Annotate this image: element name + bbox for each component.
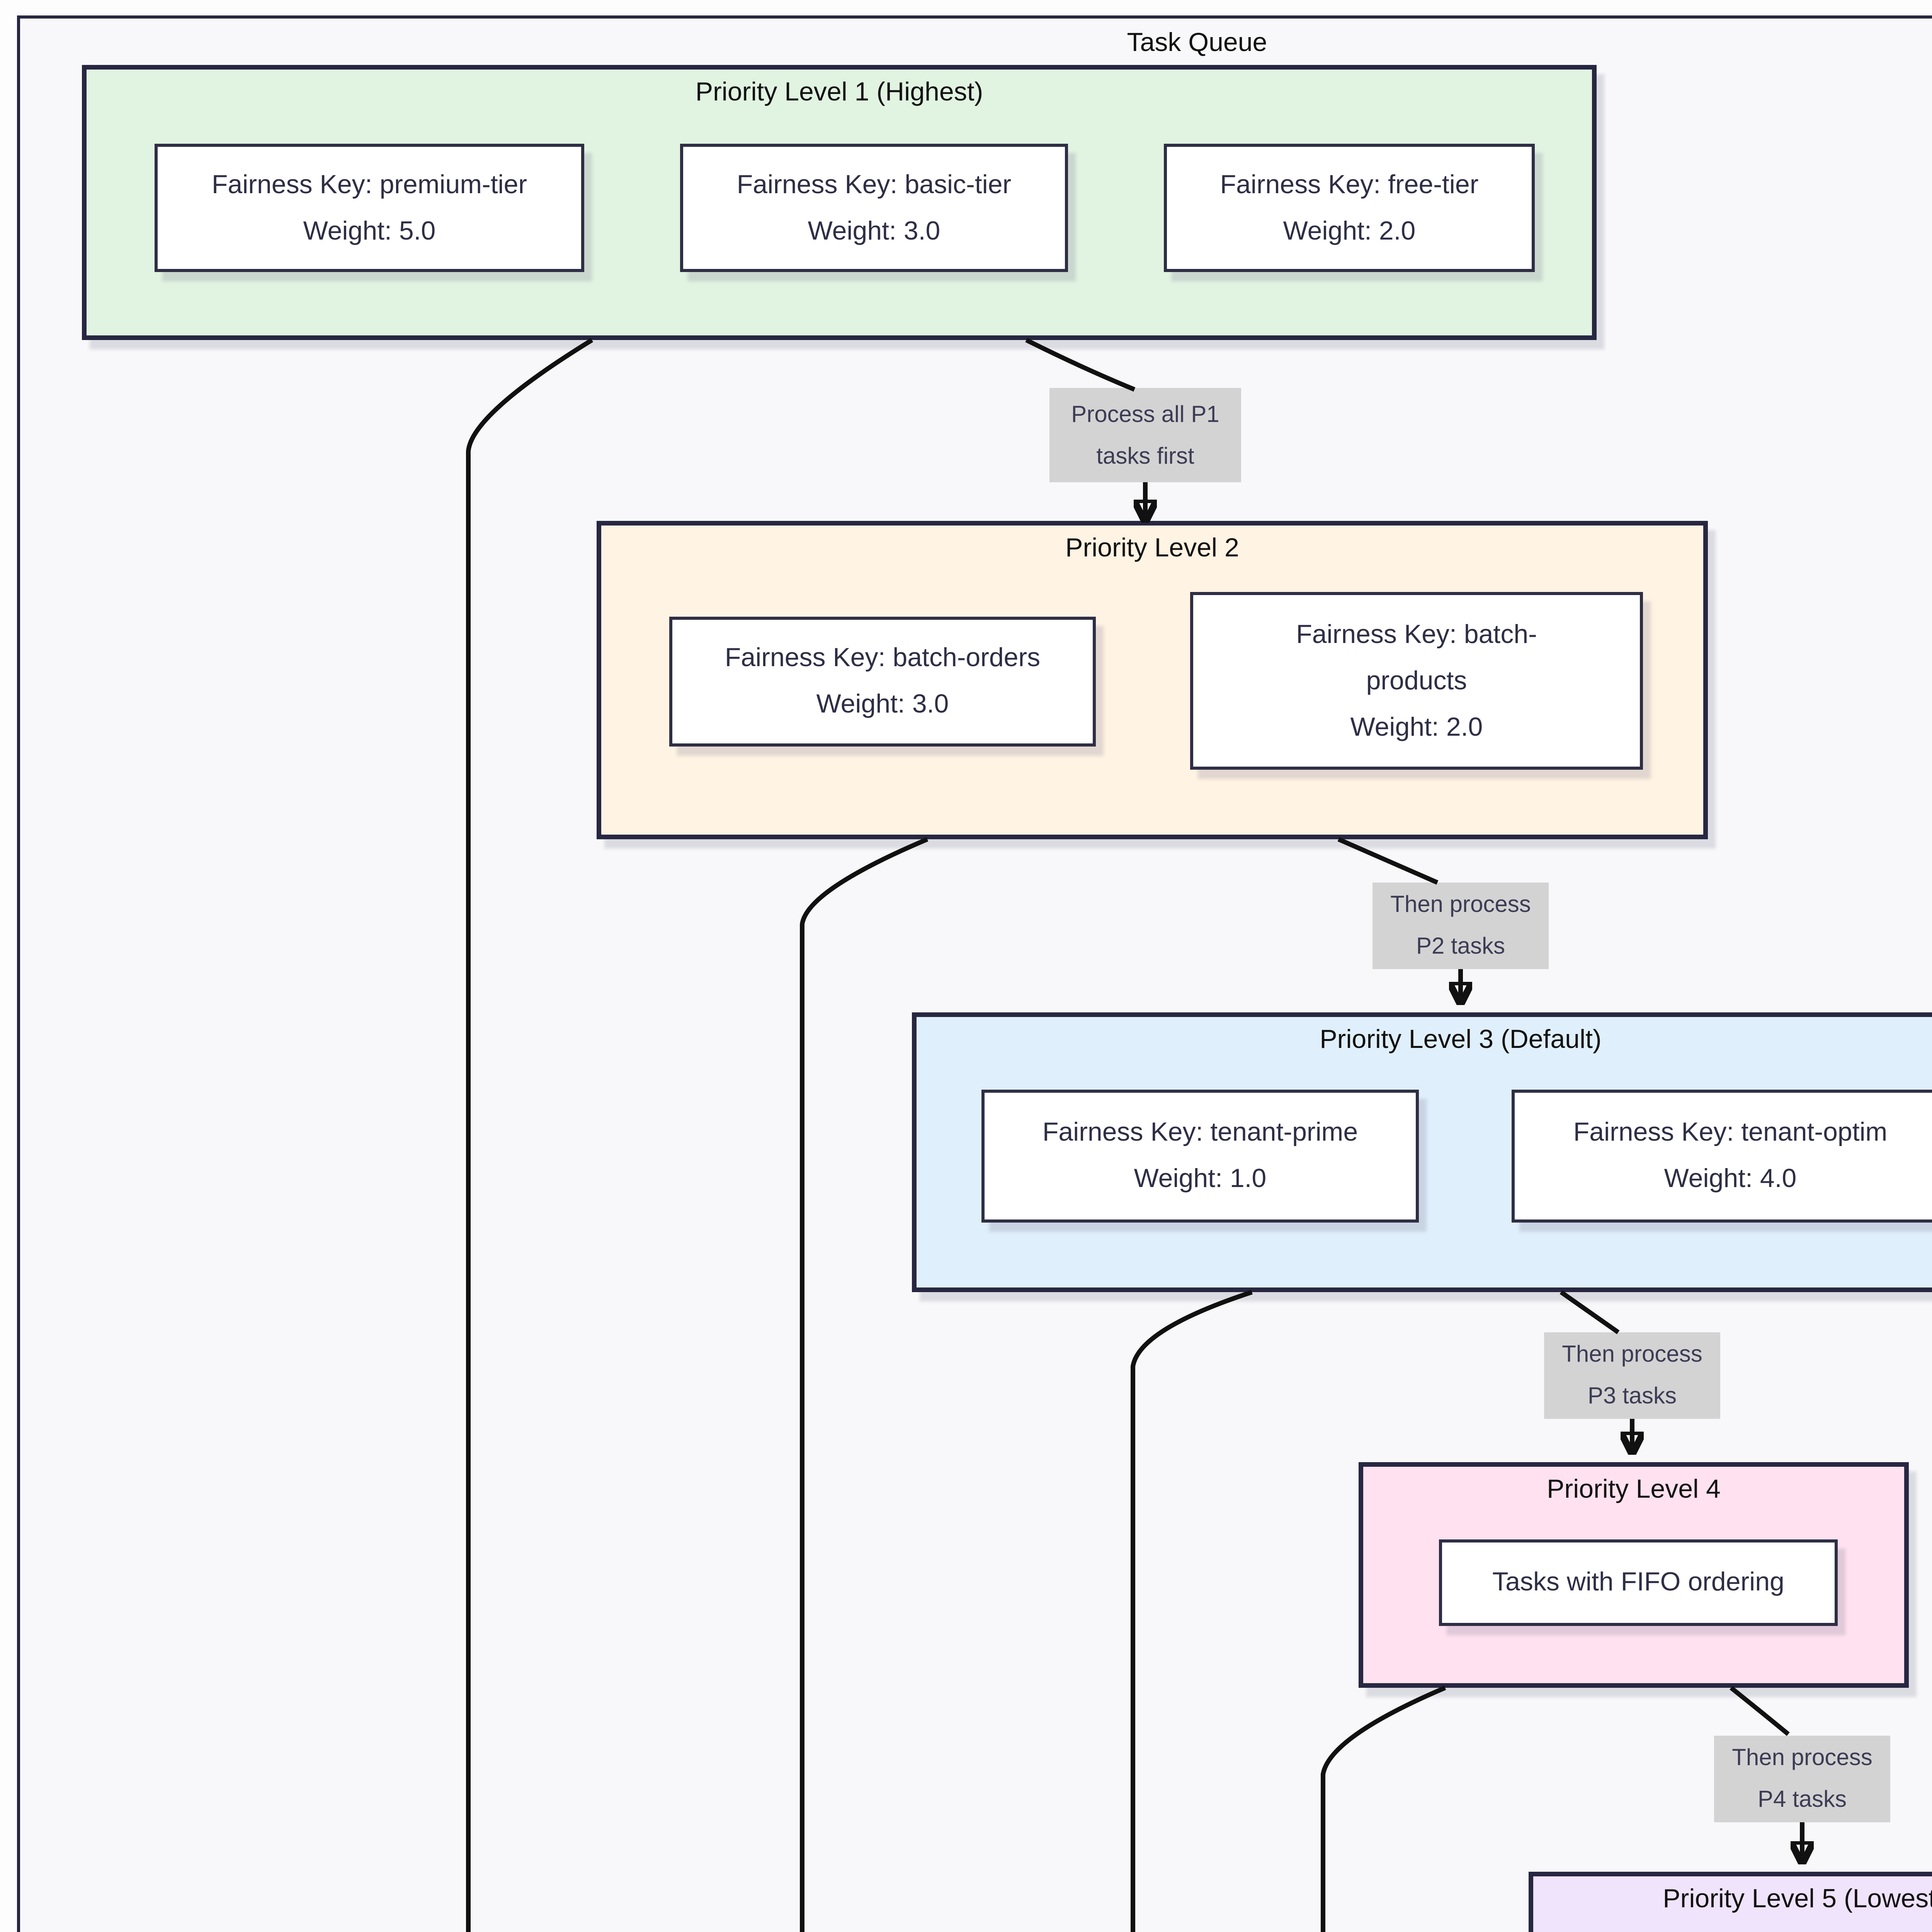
node-p4-fifo-tasks: Tasks with FIFO ordering [1439, 1539, 1838, 1626]
node-line: Weight: 1.0 [1134, 1164, 1267, 1193]
node-line: Fairness Key: premium-tier [211, 169, 527, 199]
node-line: Fairness Key: batch-orders [724, 643, 1041, 672]
priority-level-1-title: Priority Level 1 (Highest) [695, 77, 983, 107]
priority-level-2-title: Priority Level 2 [1065, 533, 1239, 563]
priority-level-5-title: Priority Level 5 (Lowest) [1663, 1884, 1932, 1913]
edge-label-line: tasks first [1096, 443, 1194, 469]
priority-level-3-title: Priority Level 3 (Default) [1320, 1025, 1602, 1054]
priority-level-3-group: Priority Level 3 (Default) Fairness Key:… [912, 1012, 1932, 1292]
node-line: Tasks with FIFO ordering [1492, 1567, 1784, 1597]
edge-label-then-process-p3: Then process P3 tasks [1544, 1332, 1720, 1419]
edge-label-line: P3 tasks [1587, 1383, 1677, 1410]
node-basic-tier: Fairness Key: basic-tier Weight: 3.0 [680, 144, 1068, 272]
edge-label-line: Process all P1 [1071, 401, 1219, 427]
node-line: Fairness Key: free-tier [1220, 169, 1479, 199]
node-line: products [1366, 665, 1467, 695]
edge-label-line: Then process [1732, 1745, 1872, 1771]
edge-label-line: Then process [1562, 1342, 1702, 1368]
node-line: Weight: 2.0 [1283, 216, 1416, 245]
node-free-tier: Fairness Key: free-tier Weight: 2.0 [1164, 144, 1535, 272]
node-line: Fairness Key: tenant-optim [1573, 1117, 1888, 1147]
edge-label-process-all-p1: Process all P1 tasks first [1049, 388, 1241, 482]
node-line: Fairness Key: batch- [1296, 619, 1537, 648]
node-line: Weight: 3.0 [808, 216, 940, 245]
priority-level-2-group: Priority Level 2 Fairness Key: batch-ord… [597, 521, 1708, 839]
edge-label-then-process-p2: Then process P2 tasks [1372, 883, 1549, 969]
priority-level-5-group: Priority Level 5 (Lowest) Tasks with FIF… [1529, 1872, 1932, 1932]
edge-label-line: P2 tasks [1416, 934, 1505, 960]
priority-level-4-title: Priority Level 4 [1547, 1475, 1721, 1504]
node-line: Weight: 5.0 [303, 216, 436, 245]
node-tenant-optim: Fairness Key: tenant-optim Weight: 4.0 [1512, 1090, 1932, 1223]
node-line: Weight: 4.0 [1664, 1164, 1797, 1193]
node-line: Weight: 2.0 [1350, 712, 1483, 741]
priority-level-1-group: Priority Level 1 (Highest) Fairness Key:… [82, 65, 1597, 340]
node-batch-products: Fairness Key: batch- products Weight: 2.… [1190, 592, 1643, 770]
node-line: Fairness Key: basic-tier [736, 169, 1012, 199]
node-batch-orders: Fairness Key: batch-orders Weight: 3.0 [669, 617, 1096, 747]
node-premium-tier: Fairness Key: premium-tier Weight: 5.0 [155, 144, 584, 272]
edge-label-line: Then process [1390, 892, 1531, 918]
task-queue-title: Task Queue [1127, 28, 1267, 57]
edge-label-line: P4 tasks [1757, 1787, 1847, 1813]
priority-level-4-group: Priority Level 4 Tasks with FIFO orderin… [1359, 1462, 1909, 1688]
node-tenant-prime: Fairness Key: tenant-prime Weight: 1.0 [981, 1090, 1419, 1223]
node-line: Fairness Key: tenant-prime [1042, 1117, 1358, 1147]
edge-label-then-process-p4: Then process P4 tasks [1714, 1736, 1890, 1822]
node-line: Weight: 3.0 [816, 689, 949, 719]
